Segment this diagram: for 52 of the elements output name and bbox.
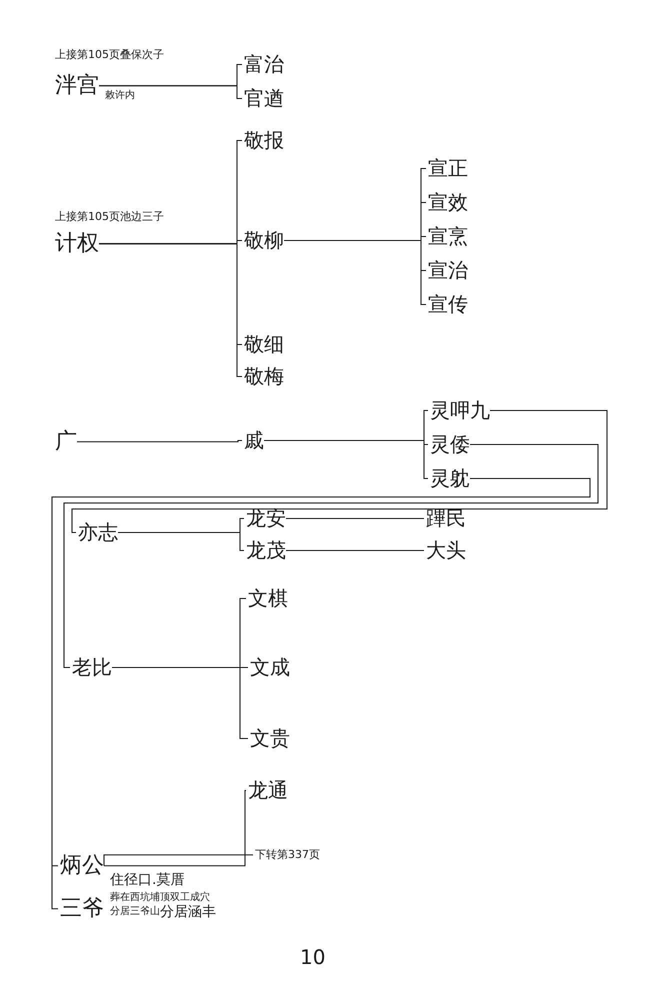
connector-line [98, 85, 242, 99]
name-text: 亦志 [78, 520, 118, 545]
name-text: 蹕民 [426, 506, 466, 531]
name-text: 官遒 [244, 86, 284, 111]
connector-line [72, 410, 608, 533]
name-text: 文棋 [248, 586, 288, 611]
note-text: 上接第105页叠保次子 [55, 48, 164, 62]
name-text: 敬细 [244, 332, 284, 357]
name-text: 宣治 [428, 258, 468, 283]
note-text: 分居三爷山 [110, 906, 160, 918]
connector-line [64, 444, 598, 668]
connector-line [112, 667, 248, 739]
connector-line [76, 440, 242, 442]
connector-line [284, 240, 426, 305]
note-text: 敕许内 [105, 90, 135, 102]
connector-line [264, 440, 428, 479]
name-text: 宣传 [428, 292, 468, 317]
page-number: 10 [300, 945, 326, 970]
note-text: 分居涵丰 [160, 904, 216, 922]
name-text: 敬梅 [244, 364, 284, 389]
name-text: 文成 [250, 655, 290, 680]
name-text: 下转第337页 [255, 848, 320, 862]
name-text: 老比 [72, 655, 112, 680]
note-text: 住径口.莫厝 [110, 872, 184, 890]
name-text: 文贵 [250, 726, 290, 751]
name-text: 宣效 [428, 190, 468, 215]
note-text: 葬在西坑埔顶双工成穴 [110, 892, 210, 904]
connector-line [104, 790, 246, 866]
connector-line [286, 550, 424, 551]
name-text: 灵呷九 [430, 398, 490, 423]
connector-line [118, 532, 244, 551]
name-text: 龙通 [248, 778, 288, 803]
name-text: 三爷 [60, 895, 104, 922]
name-text: 敬报 [244, 128, 284, 153]
name-text: 宣烹 [428, 224, 468, 249]
connector-line [286, 518, 424, 519]
name-text: 灵躭 [430, 466, 470, 491]
name-text: 炳公 [60, 852, 104, 880]
name-text: 龙茂 [246, 538, 286, 563]
name-text: 富治 [244, 52, 284, 77]
name-text: 广 [55, 428, 77, 456]
name-text: 戚 [244, 428, 264, 453]
name-text: 灵倭 [430, 432, 470, 457]
note-text: 上接第105页池边三子 [55, 210, 164, 224]
name-text: 计权 [55, 230, 99, 258]
name-text: 泮宫 [55, 72, 99, 100]
name-text: 大头 [426, 538, 466, 563]
name-text: 龙安 [246, 506, 286, 531]
connector-line [104, 854, 254, 866]
connector-line [98, 243, 242, 377]
name-text: 宣正 [428, 156, 468, 181]
name-text: 敬柳 [244, 228, 284, 253]
